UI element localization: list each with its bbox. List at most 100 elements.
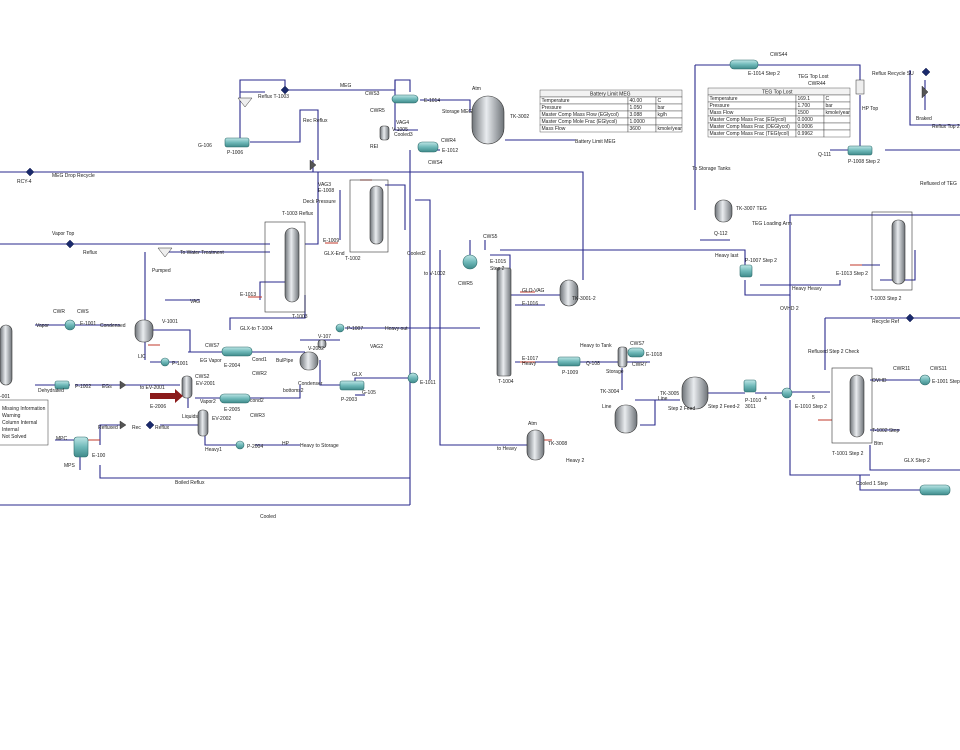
hx-e1001[interactable] xyxy=(64,319,76,331)
label-mps: MPS xyxy=(64,463,76,469)
column-t1001b[interactable] xyxy=(849,374,865,438)
adjust-reflux[interactable] xyxy=(65,239,75,249)
label-t1001: T-1001 Step 2 xyxy=(832,451,864,457)
material-streams xyxy=(0,64,960,506)
label-glx-step2: GLX Step 2 xyxy=(904,458,930,464)
label-cwr7: CWR7 xyxy=(632,362,647,368)
hx-e1014b[interactable] xyxy=(729,59,759,70)
hx-cooled-step[interactable] xyxy=(919,484,951,496)
adjust-right[interactable] xyxy=(905,313,915,323)
label-cond2: cond2 xyxy=(250,398,264,404)
vessel-ev2002[interactable] xyxy=(197,409,209,437)
valve-vapor[interactable] xyxy=(309,159,317,171)
hx-e1012[interactable] xyxy=(417,141,439,153)
meg-cell-1-1: 1.050 xyxy=(630,105,643,111)
adjust-top[interactable] xyxy=(280,85,290,95)
label-e1008: E-1008 xyxy=(318,188,334,194)
column-t1003[interactable] xyxy=(284,227,300,303)
label-e1016: E-1016 xyxy=(522,301,538,307)
label-e1017: E-1017 xyxy=(522,356,538,362)
teg-cell-4-1: 0.0006 xyxy=(798,124,814,130)
vessel-v2002[interactable] xyxy=(299,351,319,371)
tank-tk3007[interactable] xyxy=(714,199,733,223)
vessel-v107[interactable] xyxy=(317,339,327,349)
tank-tk3004[interactable] xyxy=(614,404,638,434)
label-deck-pressure: Deck Pressure xyxy=(303,199,336,205)
label-v107: V-107 xyxy=(318,334,331,340)
pump-p1010[interactable] xyxy=(743,379,757,393)
adjust-rcy4[interactable] xyxy=(25,167,35,177)
column-t1004[interactable] xyxy=(496,267,512,377)
legend-item-4: Not Solved xyxy=(2,434,27,440)
hx-e1011[interactable] xyxy=(407,372,419,384)
heater-arrow-e2006 xyxy=(150,389,183,403)
label-vag: VAG xyxy=(190,299,200,305)
valve-braked[interactable] xyxy=(921,85,929,99)
pump-p1001[interactable] xyxy=(160,357,170,367)
vessel-ev2001[interactable] xyxy=(181,375,193,399)
label-e1010: E-1010 Step 2 xyxy=(795,404,827,410)
pump-p1007b[interactable] xyxy=(739,264,753,278)
meg-cell-1-0: Pressure xyxy=(542,105,562,111)
valve-egs[interactable] xyxy=(119,380,127,390)
label-e2004: E-2004 xyxy=(224,363,240,369)
pump-p1009[interactable] xyxy=(557,356,581,367)
vessel-v1001[interactable] xyxy=(134,319,154,343)
label-step2-feed: Step 2 Feed xyxy=(668,406,695,412)
label-e1018: E-1018 xyxy=(646,352,662,358)
pump-p1007[interactable] xyxy=(335,323,345,333)
column-t1003b[interactable] xyxy=(891,219,906,285)
tank-tk3008[interactable] xyxy=(526,429,545,461)
column-t1002[interactable] xyxy=(369,185,384,245)
label-p2004: P-2004 xyxy=(247,444,263,450)
label-meg-top: MEG xyxy=(340,83,352,89)
hx-e1001b[interactable] xyxy=(919,374,931,386)
hx-e1015[interactable] xyxy=(462,254,478,270)
label-glx-to-t1004: GLX-to T-1004 xyxy=(240,326,273,332)
tank-tk3001[interactable] xyxy=(559,279,579,307)
legend-item-1: Warning xyxy=(2,413,21,419)
adjust-top-right[interactable] xyxy=(921,67,931,77)
hx-e100[interactable] xyxy=(73,436,89,458)
label-p1009: P-1009 xyxy=(562,370,578,376)
tank-tk3005[interactable] xyxy=(681,376,709,410)
adjust-lower[interactable] xyxy=(145,420,155,430)
pump-p1008[interactable] xyxy=(847,145,873,156)
label-to-water: To Water Treatment xyxy=(180,250,224,256)
label-t1002b: T-1002 Step xyxy=(872,428,899,434)
hx-e2005[interactable] xyxy=(219,393,251,404)
hx-e1014[interactable] xyxy=(391,94,419,104)
label-rec: Rec xyxy=(132,425,141,431)
hx-e1018[interactable] xyxy=(627,347,645,358)
vessel-storage[interactable] xyxy=(617,346,628,368)
pump-p2003[interactable] xyxy=(339,380,365,391)
vessel-v1005[interactable] xyxy=(379,125,390,141)
meg-cell-2-0: Master Comp Mass Flow (EGlycol) xyxy=(542,112,620,118)
tank-tk3002[interactable] xyxy=(471,95,505,145)
label-v2002: V-2002 xyxy=(308,346,324,352)
hp-valve[interactable] xyxy=(855,79,865,95)
label-atm: Atm xyxy=(472,86,481,92)
label-e1013b: E-1013 Step 2 xyxy=(836,271,868,277)
water-funnel xyxy=(157,247,173,258)
pump-p2004[interactable] xyxy=(235,440,245,450)
label-q111: Q-111 xyxy=(818,152,831,158)
column-t1001-left[interactable] xyxy=(0,324,13,386)
pump-p1002[interactable] xyxy=(54,380,70,390)
label-storage-meg: Storage MEG xyxy=(442,109,472,115)
hx-e1010[interactable] xyxy=(781,387,793,399)
label-tk3005: TK-3005 xyxy=(660,391,679,397)
label-cooled: Cooled xyxy=(260,514,276,520)
valve-reflux[interactable] xyxy=(119,420,127,430)
label-rei: REI xyxy=(370,144,378,150)
label-to-v1002: to V-1002 xyxy=(424,271,446,277)
column-box-t1003 xyxy=(264,221,306,313)
label-q112: Q-112 xyxy=(714,231,728,237)
pump-p1006[interactable] xyxy=(224,137,250,148)
hx-e2004[interactable] xyxy=(221,346,253,357)
teg-cell-2-2: kmole/year xyxy=(826,110,851,116)
label-cooled2: Cooled2 xyxy=(407,251,426,257)
label-tk3007: TK-3007 TEG xyxy=(736,206,767,212)
label-glx-end: GLX-End xyxy=(324,251,345,257)
